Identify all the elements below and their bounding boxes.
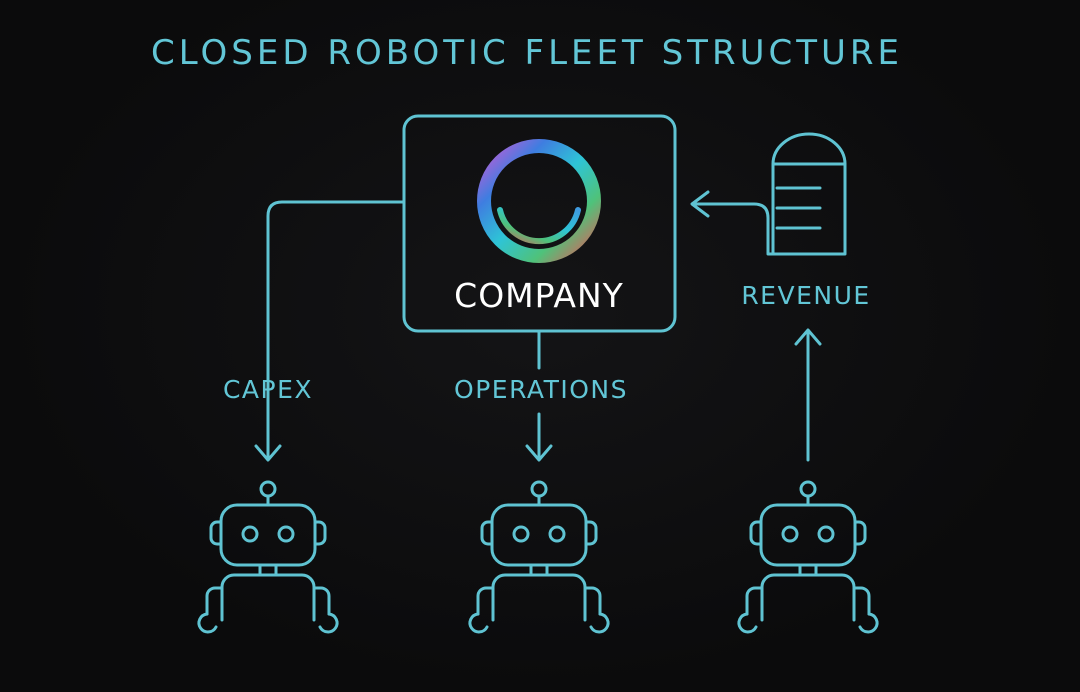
robot-icon	[197, 480, 339, 634]
robot-icon	[737, 480, 879, 634]
revenue-arrowhead-icon	[794, 328, 822, 346]
company-name: COMPANY	[454, 276, 624, 315]
silo-connector-line	[692, 202, 775, 256]
robot-icon	[468, 480, 610, 634]
capex-connector-line	[266, 200, 406, 460]
silo-icon	[771, 132, 847, 256]
silo-arrowhead-icon	[690, 190, 710, 218]
capex-label: CAPEX	[222, 375, 314, 404]
operations-arrowhead-icon	[525, 444, 553, 462]
gradient-ring-logo-icon	[477, 139, 601, 263]
capex-arrowhead-icon	[254, 444, 282, 462]
diagram-title: CLOSED ROBOTIC FLEET STRUCTURE	[151, 33, 903, 73]
operations-label: OPERATIONS	[454, 375, 628, 404]
revenue-label: REVENUE	[741, 281, 871, 310]
